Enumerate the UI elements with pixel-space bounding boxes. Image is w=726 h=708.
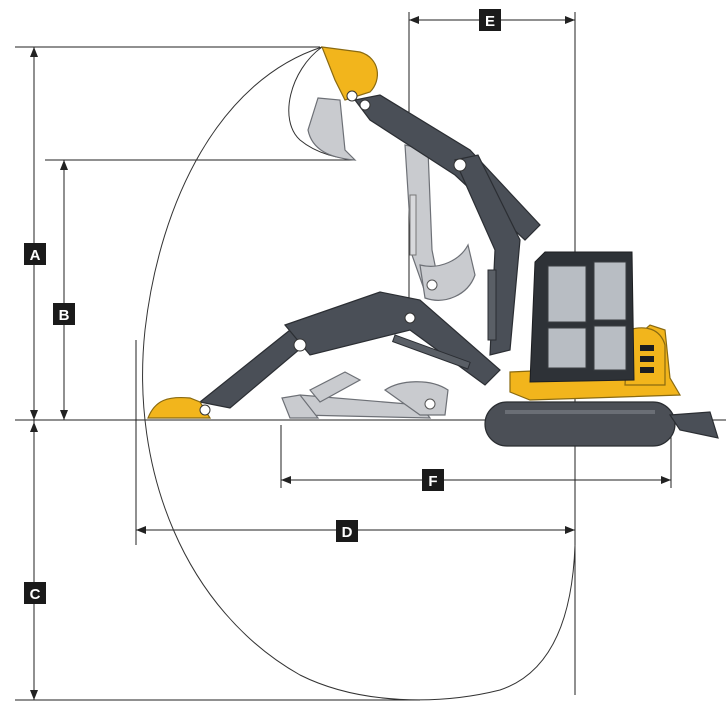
ghost-cylinder-upper xyxy=(409,194,417,256)
operator-cab xyxy=(529,251,635,383)
dozer-blade xyxy=(668,411,719,439)
raised-bucket-pin xyxy=(346,90,358,102)
dimension-label-c-text: C xyxy=(30,586,41,603)
dimension-c-arrow-bottom xyxy=(30,690,38,700)
dimension-label-e-text: E xyxy=(485,13,495,30)
raised-bucket xyxy=(321,46,378,102)
dimension-label-d: D xyxy=(336,520,358,542)
raised-boom-cylinder xyxy=(487,269,497,341)
track xyxy=(484,401,676,447)
extended-bucket xyxy=(147,396,212,419)
undercarriage xyxy=(484,401,719,447)
extended-bucket-body xyxy=(147,396,212,419)
engine-vent-1 xyxy=(640,345,654,351)
ghost-bucket-lower-left xyxy=(281,394,320,419)
dimension-d-arrow-right xyxy=(565,526,575,534)
ghost-link-lower xyxy=(309,371,362,403)
ghost-pin-upper xyxy=(426,279,438,291)
raised-dipper-arm xyxy=(353,94,541,241)
dimension-f-arrow-right xyxy=(661,476,671,484)
dimension-b-arrow-bottom xyxy=(60,410,68,420)
extended-pin-1 xyxy=(293,338,307,352)
dimension-e-arrow-left xyxy=(409,16,419,24)
dimension-label-b: B xyxy=(53,303,75,325)
cab-window-front-lower xyxy=(547,327,587,369)
ghost-arm-lower xyxy=(281,371,449,419)
dimension-label-a: A xyxy=(24,243,46,265)
dimension-d-arrow-left xyxy=(136,526,146,534)
dimension-a-arrow-top xyxy=(30,47,38,57)
dimension-c-arrow-top xyxy=(30,422,38,432)
cab-window-front-upper xyxy=(547,265,587,323)
raised-pin-2 xyxy=(359,99,371,111)
dimension-label-e: E xyxy=(479,9,501,31)
extended-pin-2 xyxy=(404,312,416,324)
ghost-arm-upper-bucket xyxy=(307,97,357,161)
dimension-label-b-text: B xyxy=(59,307,70,324)
reach-arc xyxy=(142,46,576,701)
engine-vent-3 xyxy=(640,367,654,373)
dimension-label-f: F xyxy=(422,469,444,491)
dimension-b-arrow-top xyxy=(60,160,68,170)
ghost-bucket-top xyxy=(307,97,357,161)
dimension-f-arrow-left xyxy=(281,476,291,484)
extended-boom xyxy=(198,291,501,409)
cab-window-door-lower xyxy=(593,325,627,371)
ghost-pin-lower xyxy=(424,398,436,410)
dimension-e-arrow-right xyxy=(565,16,575,24)
extended-bucket-pin xyxy=(199,404,211,416)
dimension-label-d-text: D xyxy=(342,524,353,541)
engine-vent-2 xyxy=(640,356,654,362)
extended-boom-cylinder xyxy=(391,334,471,370)
track-rail xyxy=(505,410,655,414)
dimension-a-arrow-bottom xyxy=(30,410,38,420)
raised-pin-1 xyxy=(453,158,467,172)
dimension-label-a-text: A xyxy=(30,247,41,264)
cab-window-door-upper xyxy=(593,261,627,321)
raised-boom xyxy=(353,94,541,356)
raised-main-boom xyxy=(454,154,521,356)
dimension-label-f-text: F xyxy=(428,473,437,490)
dimension-label-c: C xyxy=(24,582,46,604)
extended-main-boom xyxy=(283,291,501,386)
